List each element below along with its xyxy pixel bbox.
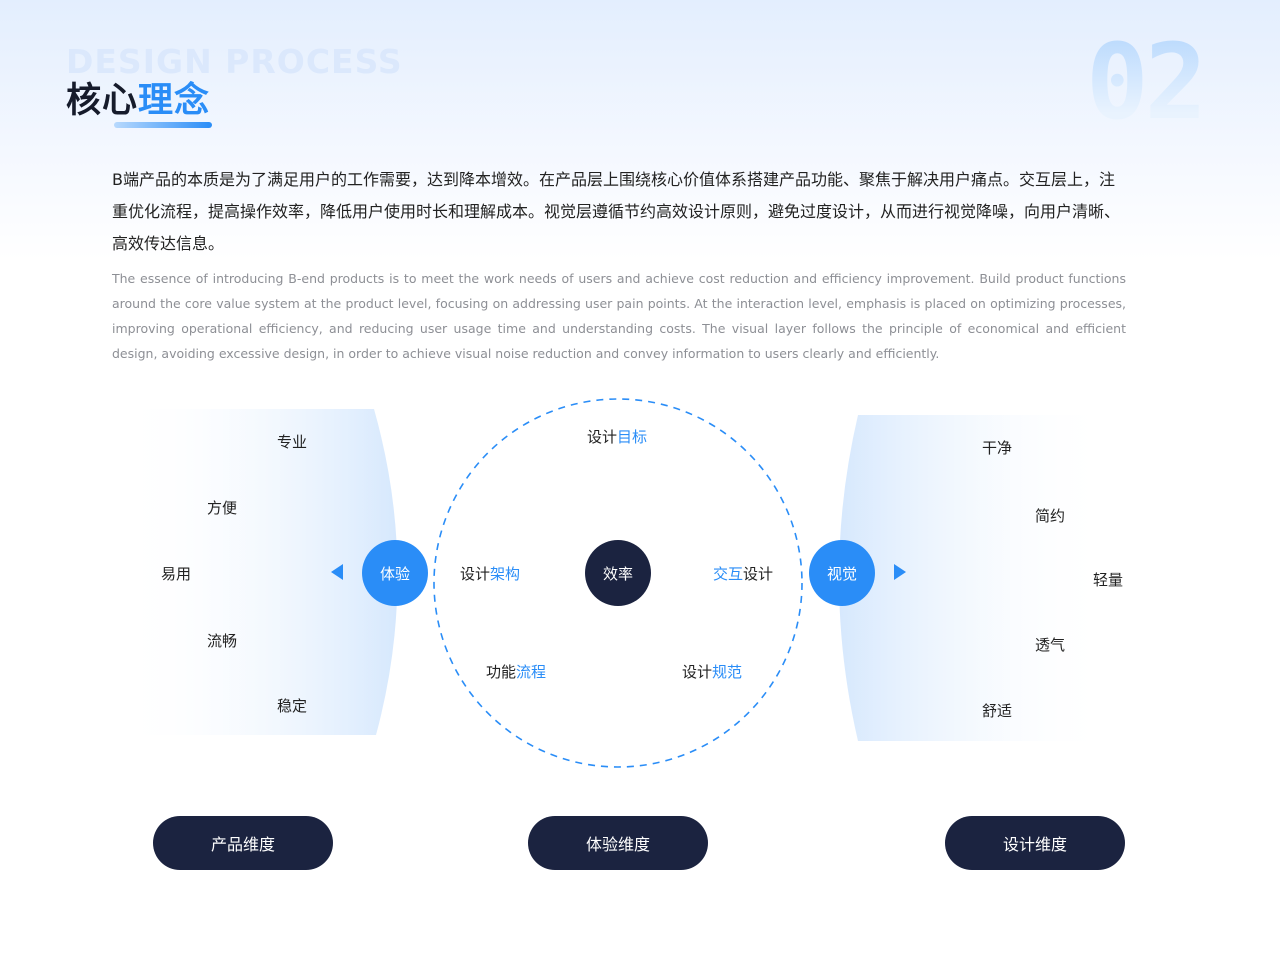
right-item-airy: 透气 [1035, 636, 1066, 654]
design-dimension-button[interactable]: 设计维度 [945, 816, 1125, 870]
node-efficiency: 效率 [585, 540, 651, 606]
section-number: 02 [1086, 21, 1207, 143]
left-item-smooth: 流畅 [207, 632, 238, 650]
background-watermark-text: DESIGN PROCESS [66, 42, 403, 81]
ring-label-interaction-design: 交互设计 [713, 565, 774, 583]
experience-dimension-button[interactable]: 体验维度 [528, 816, 708, 870]
left-item-convenient: 方便 [207, 499, 238, 517]
page-title-part1: 核心 [66, 81, 139, 121]
right-item-clean: 干净 [982, 439, 1013, 457]
page-title: 核心理念 [66, 72, 210, 123]
intro-paragraph-en: The essence of introducing B-end product… [112, 271, 1126, 361]
ring-label-function-flow: 功能流程 [486, 663, 547, 681]
left-arrow-icon [331, 564, 343, 580]
title-underline [114, 122, 212, 128]
ring-label-design-goal: 设计目标 [587, 428, 648, 446]
left-item-easy: 易用 [161, 565, 192, 583]
left-item-stable: 稳定 [277, 697, 308, 715]
node-visual: 视觉 [809, 540, 875, 606]
dashed-ring [433, 398, 803, 768]
left-panel [120, 409, 398, 735]
ring-label-design-architecture: 设计架构 [460, 565, 521, 583]
right-panel [839, 415, 1110, 741]
intro-paragraph-cn: B端产品的本质是为了满足用户的工作需要，达到降本增效。在产品层上围绕核心价值体系… [112, 170, 1121, 253]
node-experience: 体验 [362, 540, 428, 606]
right-item-comfortable: 舒适 [982, 702, 1013, 720]
ring-label-design-spec: 设计规范 [682, 663, 743, 681]
page-title-part2: 理念 [138, 81, 211, 121]
right-arrow-icon [894, 564, 906, 580]
right-item-simple: 简约 [1035, 507, 1066, 525]
product-dimension-button[interactable]: 产品维度 [153, 816, 333, 870]
left-item-professional: 专业 [277, 433, 308, 451]
right-item-light: 轻量 [1093, 571, 1124, 589]
